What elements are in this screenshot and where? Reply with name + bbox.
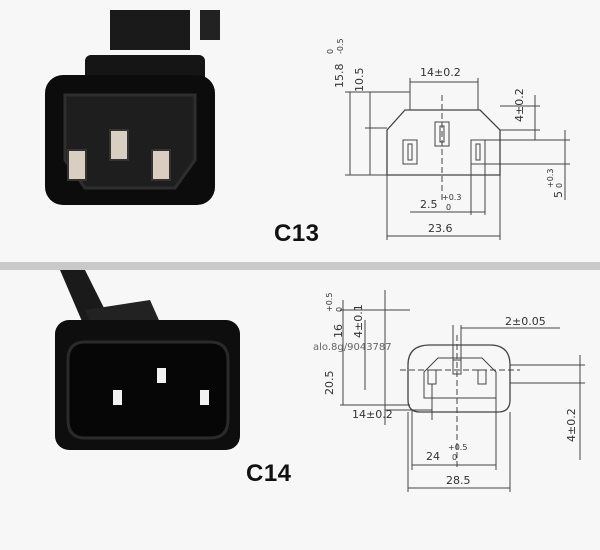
c14-pin-spacing-label: 14±0.2 (352, 408, 393, 421)
c14-inner-width-tol-top: +0.5 (448, 443, 467, 452)
c13-caption: C13 (274, 220, 320, 247)
c13-pin-width-tol-bot: 0 (446, 203, 451, 212)
c14-inner-width-label: 24 (426, 450, 440, 463)
c13-pin-height-tol-bot: 0 (555, 183, 564, 188)
c13-pin-width-label: 2.5 (420, 198, 438, 211)
c13-dimension-drawing: 14±0.2 4±0.2 15.8 0 -0.5 10.5 5 +0.3 0 2… (326, 38, 570, 240)
c14-height-main-label: 16 (332, 324, 345, 338)
c14-top-offset-label: 4±0.1 (352, 304, 365, 338)
c13-pin-width-tol-top: +0.3 (442, 193, 461, 202)
c13-pin-height-label: 5 (552, 191, 565, 198)
c13-height-main-tol-bot: -0.5 (336, 38, 345, 54)
c14-height-main-tol-bot: 0 (335, 307, 344, 312)
c13-top-offset-label: 4±0.2 (513, 88, 526, 122)
section-divider (0, 262, 600, 270)
c14-dimension-drawing: 16 +0.5 0 4±0.1 2±0.05 alo.8g/9043787 20… (313, 290, 585, 492)
c13-height-main-tol-top: 0 (326, 49, 335, 54)
c14-height-outer-label: 20.5 (323, 371, 336, 396)
c14-height-main-tol-top: +0.5 (325, 293, 334, 312)
c13-pin-spacing-label: 14±0.2 (420, 66, 461, 79)
c13-panel: 14±0.2 4±0.2 15.8 0 -0.5 10.5 5 +0.3 0 2… (0, 0, 600, 262)
c13-connector-photo (45, 10, 220, 205)
c14-caption: C14 (246, 460, 292, 487)
c13-pin-height-tol-top: +0.3 (546, 169, 555, 188)
c14-pin-width-label: 2±0.05 (505, 315, 546, 328)
c14-inner-width-tol-bot: 0 (452, 453, 457, 462)
c14-panel: 16 +0.5 0 4±0.1 2±0.05 alo.8g/9043787 20… (0, 270, 600, 550)
c14-overall-width-label: 28.5 (446, 474, 471, 487)
c13-height-main-label: 15.8 (333, 64, 346, 89)
c13-overall-width-label: 23.6 (428, 222, 453, 235)
watermark-text: alo.8g/9043787 (313, 342, 392, 353)
c14-side-offset-label: 4±0.2 (565, 408, 578, 442)
c14-connector-photo (55, 270, 240, 450)
c13-height-inner-label: 10.5 (353, 68, 366, 93)
